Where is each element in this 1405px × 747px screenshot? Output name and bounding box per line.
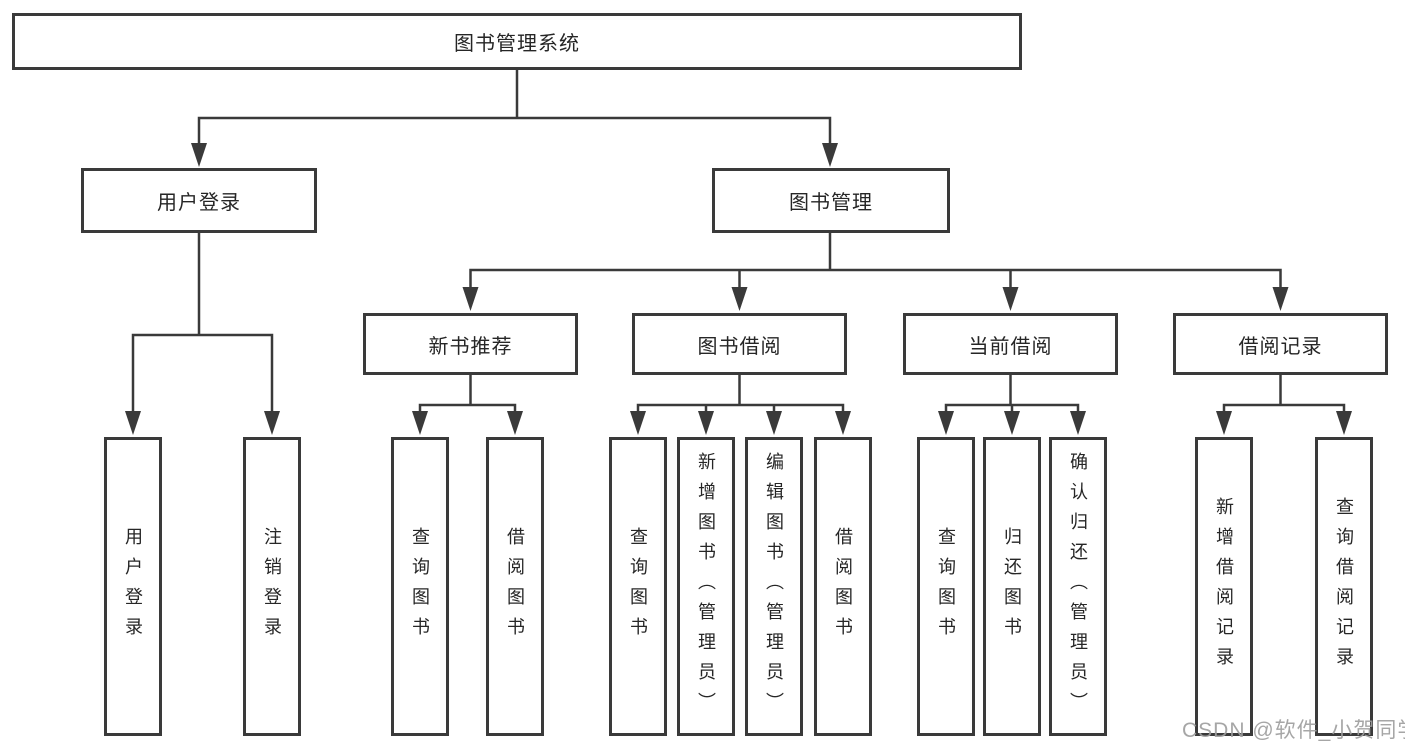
node-library-system: 图书管理系统 xyxy=(12,13,1022,70)
arrow-icon xyxy=(412,411,428,435)
arrow-icon xyxy=(1070,411,1086,435)
node-current-borrowing: 当前借阅 xyxy=(903,313,1118,375)
arrow-icon xyxy=(462,287,479,311)
leaf-add-borrow-record: 新增借阅记录 xyxy=(1195,437,1253,736)
arrow-icon xyxy=(822,143,838,167)
arrow-icon xyxy=(264,411,280,435)
leaf-search-books-current: 查询图书 xyxy=(917,437,975,736)
arrow-icon xyxy=(731,287,748,311)
leaf-logout: 注销登录 xyxy=(243,437,301,736)
node-borrowing-records: 借阅记录 xyxy=(1173,313,1388,375)
leaf-search-books-recommend: 查询图书 xyxy=(391,437,449,736)
node-book-management: 图书管理 xyxy=(712,168,950,233)
node-book-borrowing: 图书借阅 xyxy=(632,313,847,375)
arrow-icon xyxy=(698,411,714,435)
leaf-confirm-return-admin: 确认归还（管理员） xyxy=(1049,437,1107,736)
arrow-icon xyxy=(630,411,646,435)
arrow-icon xyxy=(1002,287,1019,311)
node-user-login: 用户登录 xyxy=(81,168,317,233)
leaf-return-books: 归还图书 xyxy=(983,437,1041,736)
node-new-book-recommendation: 新书推荐 xyxy=(363,313,578,375)
leaf-add-books-admin: 新增图书（管理员） xyxy=(677,437,735,736)
arrow-icon xyxy=(125,411,141,435)
arrow-icon xyxy=(191,143,207,167)
leaf-user-login: 用户登录 xyxy=(104,437,162,736)
arrow-icon xyxy=(766,411,782,435)
leaf-borrow-books: 借阅图书 xyxy=(814,437,872,736)
arrow-icon xyxy=(835,411,851,435)
arrow-icon xyxy=(1336,411,1352,435)
watermark: CSDN @软件_小贺同学 xyxy=(1182,719,1405,742)
leaf-borrow-books-recommend: 借阅图书 xyxy=(486,437,544,736)
arrow-icon xyxy=(1004,411,1020,435)
arrow-icon xyxy=(938,411,954,435)
arrowheads xyxy=(125,143,1352,435)
leaf-search-books-borrowing: 查询图书 xyxy=(609,437,667,736)
connector-paths xyxy=(131,70,1346,414)
leaf-edit-books-admin: 编辑图书（管理员） xyxy=(745,437,803,736)
leaf-search-borrow-record: 查询借阅记录 xyxy=(1315,437,1373,736)
arrow-icon xyxy=(1272,287,1289,311)
arrow-icon xyxy=(1216,411,1232,435)
arrow-icon xyxy=(507,411,523,435)
